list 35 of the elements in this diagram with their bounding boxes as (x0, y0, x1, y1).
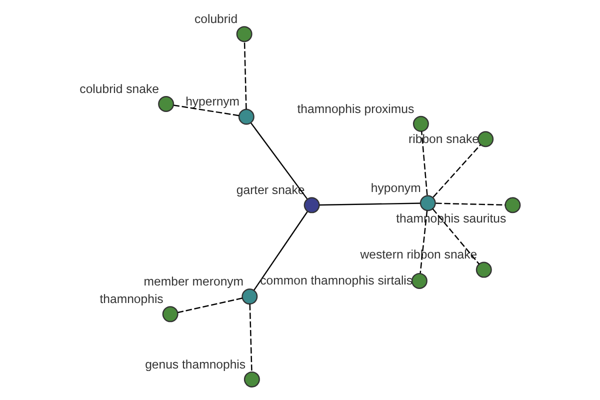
node-circle (238, 108, 254, 125)
node-circle (420, 195, 436, 212)
node-label: western ribbon snake (360, 248, 478, 262)
connector (174, 104, 240, 116)
node-circle (244, 371, 260, 388)
connector (319, 202, 420, 206)
node-circle (411, 272, 428, 289)
connector (254, 211, 308, 290)
connector (178, 298, 242, 314)
node-circle (162, 306, 178, 322)
connector (244, 42, 247, 110)
node-label: hypernym (186, 94, 240, 109)
node-circle (242, 288, 258, 305)
node-label: thamnophis (100, 292, 164, 306)
node-label: hyponym (370, 181, 421, 196)
connector (249, 304, 252, 372)
node-label: common thamnophis sirtalis (260, 274, 413, 288)
connector (420, 210, 428, 274)
node-label: member meronym (144, 274, 244, 288)
node-circle (158, 96, 174, 112)
node-circle (412, 116, 429, 132)
node-circle (476, 262, 492, 278)
node-label: thamnophis proximus (297, 102, 414, 116)
connector (432, 208, 480, 265)
connector (420, 131, 428, 196)
node-circle (478, 131, 494, 148)
node-label: colubrid snake (80, 82, 159, 96)
node-circle (236, 26, 252, 42)
connector (250, 122, 308, 200)
node-label: genus thamnophis (145, 357, 246, 372)
connector (432, 144, 481, 198)
connector (436, 202, 506, 206)
node-label: colubrid (194, 12, 238, 26)
node-circle (504, 197, 521, 214)
node-circle (304, 197, 320, 214)
